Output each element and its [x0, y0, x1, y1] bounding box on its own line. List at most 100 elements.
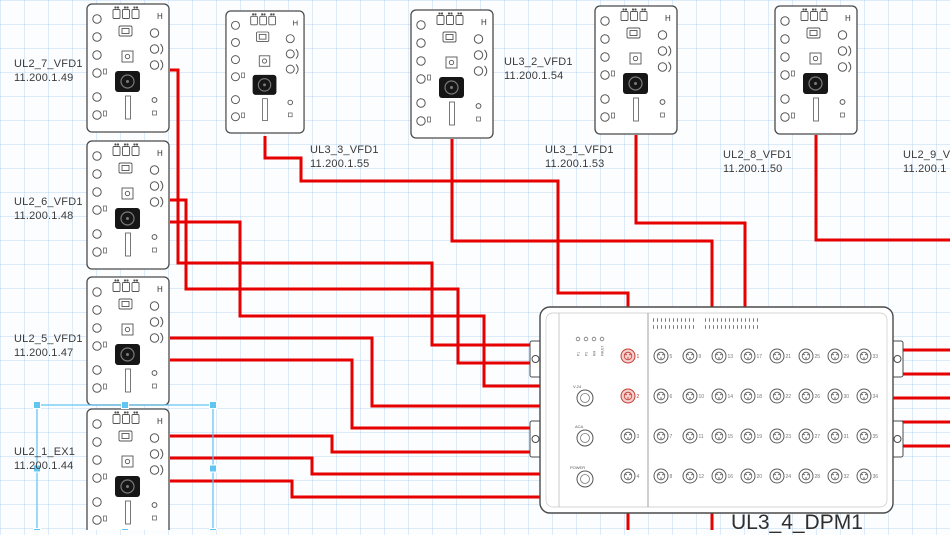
dpm-port-31[interactable]: 31	[827, 428, 849, 444]
dpm-port-13[interactable]: 13	[711, 348, 733, 364]
dpm-port-28[interactable]: 28	[798, 468, 820, 484]
svg-text:30: 30	[844, 394, 850, 400]
dpm-port-27[interactable]: 27	[798, 428, 820, 444]
wire-ul2_7_vfd1[interactable]	[170, 68, 540, 347]
svg-text:8: 8	[670, 474, 673, 480]
dpm-port-1[interactable]: 1	[620, 348, 640, 364]
selection-handle-s[interactable]	[121, 528, 129, 531]
wire-ul2_1_ex1-b[interactable]	[170, 456, 540, 476]
label-ul2_1_ex1[interactable]: UL2_1_EX1 11.200.1.44	[14, 445, 75, 473]
dpm-port-25[interactable]: 25	[798, 348, 820, 364]
svg-text:26: 26	[815, 394, 821, 400]
dpm-port-18[interactable]: 18	[740, 388, 763, 404]
selection-handle-n[interactable]	[121, 401, 129, 409]
dpm-port-10[interactable]: 10	[682, 388, 704, 404]
wire-ul2_6_vfd1-a[interactable]	[170, 198, 540, 365]
led-label-p2: P2	[585, 352, 589, 356]
selection-overlay	[33, 401, 217, 531]
device-name: UL2_1_EX1	[14, 446, 76, 458]
wire-ul2_5_vfd1-b[interactable]	[170, 358, 540, 430]
dpm-port-6[interactable]: 6	[653, 388, 673, 404]
svg-text:9: 9	[699, 354, 702, 360]
device-name: UL3_3_VFD1	[310, 144, 379, 156]
selection-handle-nw[interactable]	[33, 401, 41, 409]
svg-text:35: 35	[873, 434, 879, 440]
dpm-port-29[interactable]: 29	[827, 348, 849, 364]
device-ul2_5_vfd1[interactable]	[86, 276, 170, 406]
device-ul2_8_vfd1[interactable]	[774, 5, 858, 135]
dpm-port-5[interactable]: 5	[653, 348, 673, 364]
dpm-port-24[interactable]: 24	[769, 468, 791, 484]
device-ip: 11.200.1	[903, 163, 947, 175]
dpm-port-8[interactable]: 8	[653, 468, 673, 484]
dpm-port-35[interactable]: 35	[856, 428, 879, 444]
dpm-port-19[interactable]: 19	[740, 428, 762, 444]
dpm-port-34[interactable]: 34	[856, 388, 878, 404]
label-ul2_5_vfd1[interactable]: UL2_5_VFD1 11.200.1.47	[14, 332, 83, 360]
device-ip: 11.200.1.44	[14, 460, 74, 472]
selection-handle-e[interactable]	[209, 464, 217, 473]
led-label-fault: FAULT	[601, 346, 605, 356]
dpm-port-3[interactable]: 3	[620, 428, 640, 444]
dpm-port-7[interactable]: 7	[653, 428, 673, 444]
svg-text:21: 21	[786, 354, 792, 360]
dpm-port-4[interactable]: 4	[620, 468, 640, 484]
dpm-port-14[interactable]: 14	[711, 388, 733, 404]
wire-ul2_8_vfd1[interactable]	[814, 135, 950, 242]
dpm-port-15[interactable]: 15	[711, 428, 733, 444]
svg-text:7: 7	[670, 434, 673, 440]
dpm-port-23[interactable]: 23	[769, 428, 791, 444]
device-ul3_1_vfd1[interactable]	[594, 5, 678, 135]
wire-ul3_2_vfd1[interactable]	[450, 139, 714, 309]
selection-handle-se[interactable]	[209, 528, 217, 531]
wire-ul2_1_ex1-c[interactable]	[170, 479, 540, 499]
device-ul3_4_dpm1[interactable]: P1 P2 RM FAULT V-24 ACA POWER 1234567891…	[529, 306, 904, 514]
wire-ul2_1_ex1-a[interactable]	[170, 434, 540, 454]
device-ul2_6_vfd1[interactable]	[86, 140, 170, 270]
dpm-port-2[interactable]: 2	[620, 388, 640, 404]
label-ul3_4_dpm1[interactable]: UL3_4_DPM1	[731, 511, 863, 534]
dpm-inner-frame	[545, 312, 888, 508]
dpm-pinout-ticks	[653, 318, 761, 329]
dpm-port-22[interactable]: 22	[769, 388, 791, 404]
device-ul3_2_vfd1[interactable]	[410, 9, 494, 139]
wire-ul2_6_vfd1-b[interactable]	[170, 220, 540, 388]
device-name: UL3_1_VFD1	[545, 144, 614, 156]
device-ul2_1_ex1[interactable]	[86, 408, 170, 530]
device-name: UL2_7_VFD1	[14, 58, 83, 70]
dpm-port-11[interactable]: 11	[682, 428, 704, 444]
wire-ul2_5_vfd1-a[interactable]	[170, 336, 540, 408]
device-ul2_7_vfd1[interactable]	[86, 3, 170, 133]
device-ip: 11.200.1.48	[14, 210, 74, 222]
selection-handle-ne[interactable]	[209, 401, 217, 409]
wire-ul3_1_vfd1[interactable]	[634, 135, 747, 309]
dpm-mounting-ears	[529, 340, 904, 458]
dpm-port-36[interactable]: 36	[856, 468, 878, 484]
wire-ul3_3_vfd1[interactable]	[263, 136, 630, 309]
dpm-port-33[interactable]: 33	[856, 348, 878, 364]
dpm-port-17[interactable]: 17	[740, 348, 762, 364]
dpm-port-16[interactable]: 16	[711, 468, 733, 484]
dpm-port-12[interactable]: 12	[682, 468, 704, 484]
dpm-port-26[interactable]: 26	[798, 388, 821, 404]
device-ip: 11.200.1.47	[14, 347, 74, 359]
device-name: UL2_5_VFD1	[14, 333, 83, 345]
selection-handle-w[interactable]	[33, 464, 41, 473]
dpm-port-9[interactable]: 9	[682, 348, 702, 364]
dpm-port-32[interactable]: 32	[827, 468, 849, 484]
dpm-port-30[interactable]: 30	[827, 388, 850, 404]
dpm-port-21[interactable]: 21	[769, 348, 792, 364]
selection-handle-sw[interactable]	[33, 528, 41, 531]
device-ul3_3_vfd1[interactable]	[225, 10, 305, 134]
svg-text:18: 18	[757, 394, 763, 400]
dpm-port-20[interactable]: 20	[740, 468, 762, 484]
